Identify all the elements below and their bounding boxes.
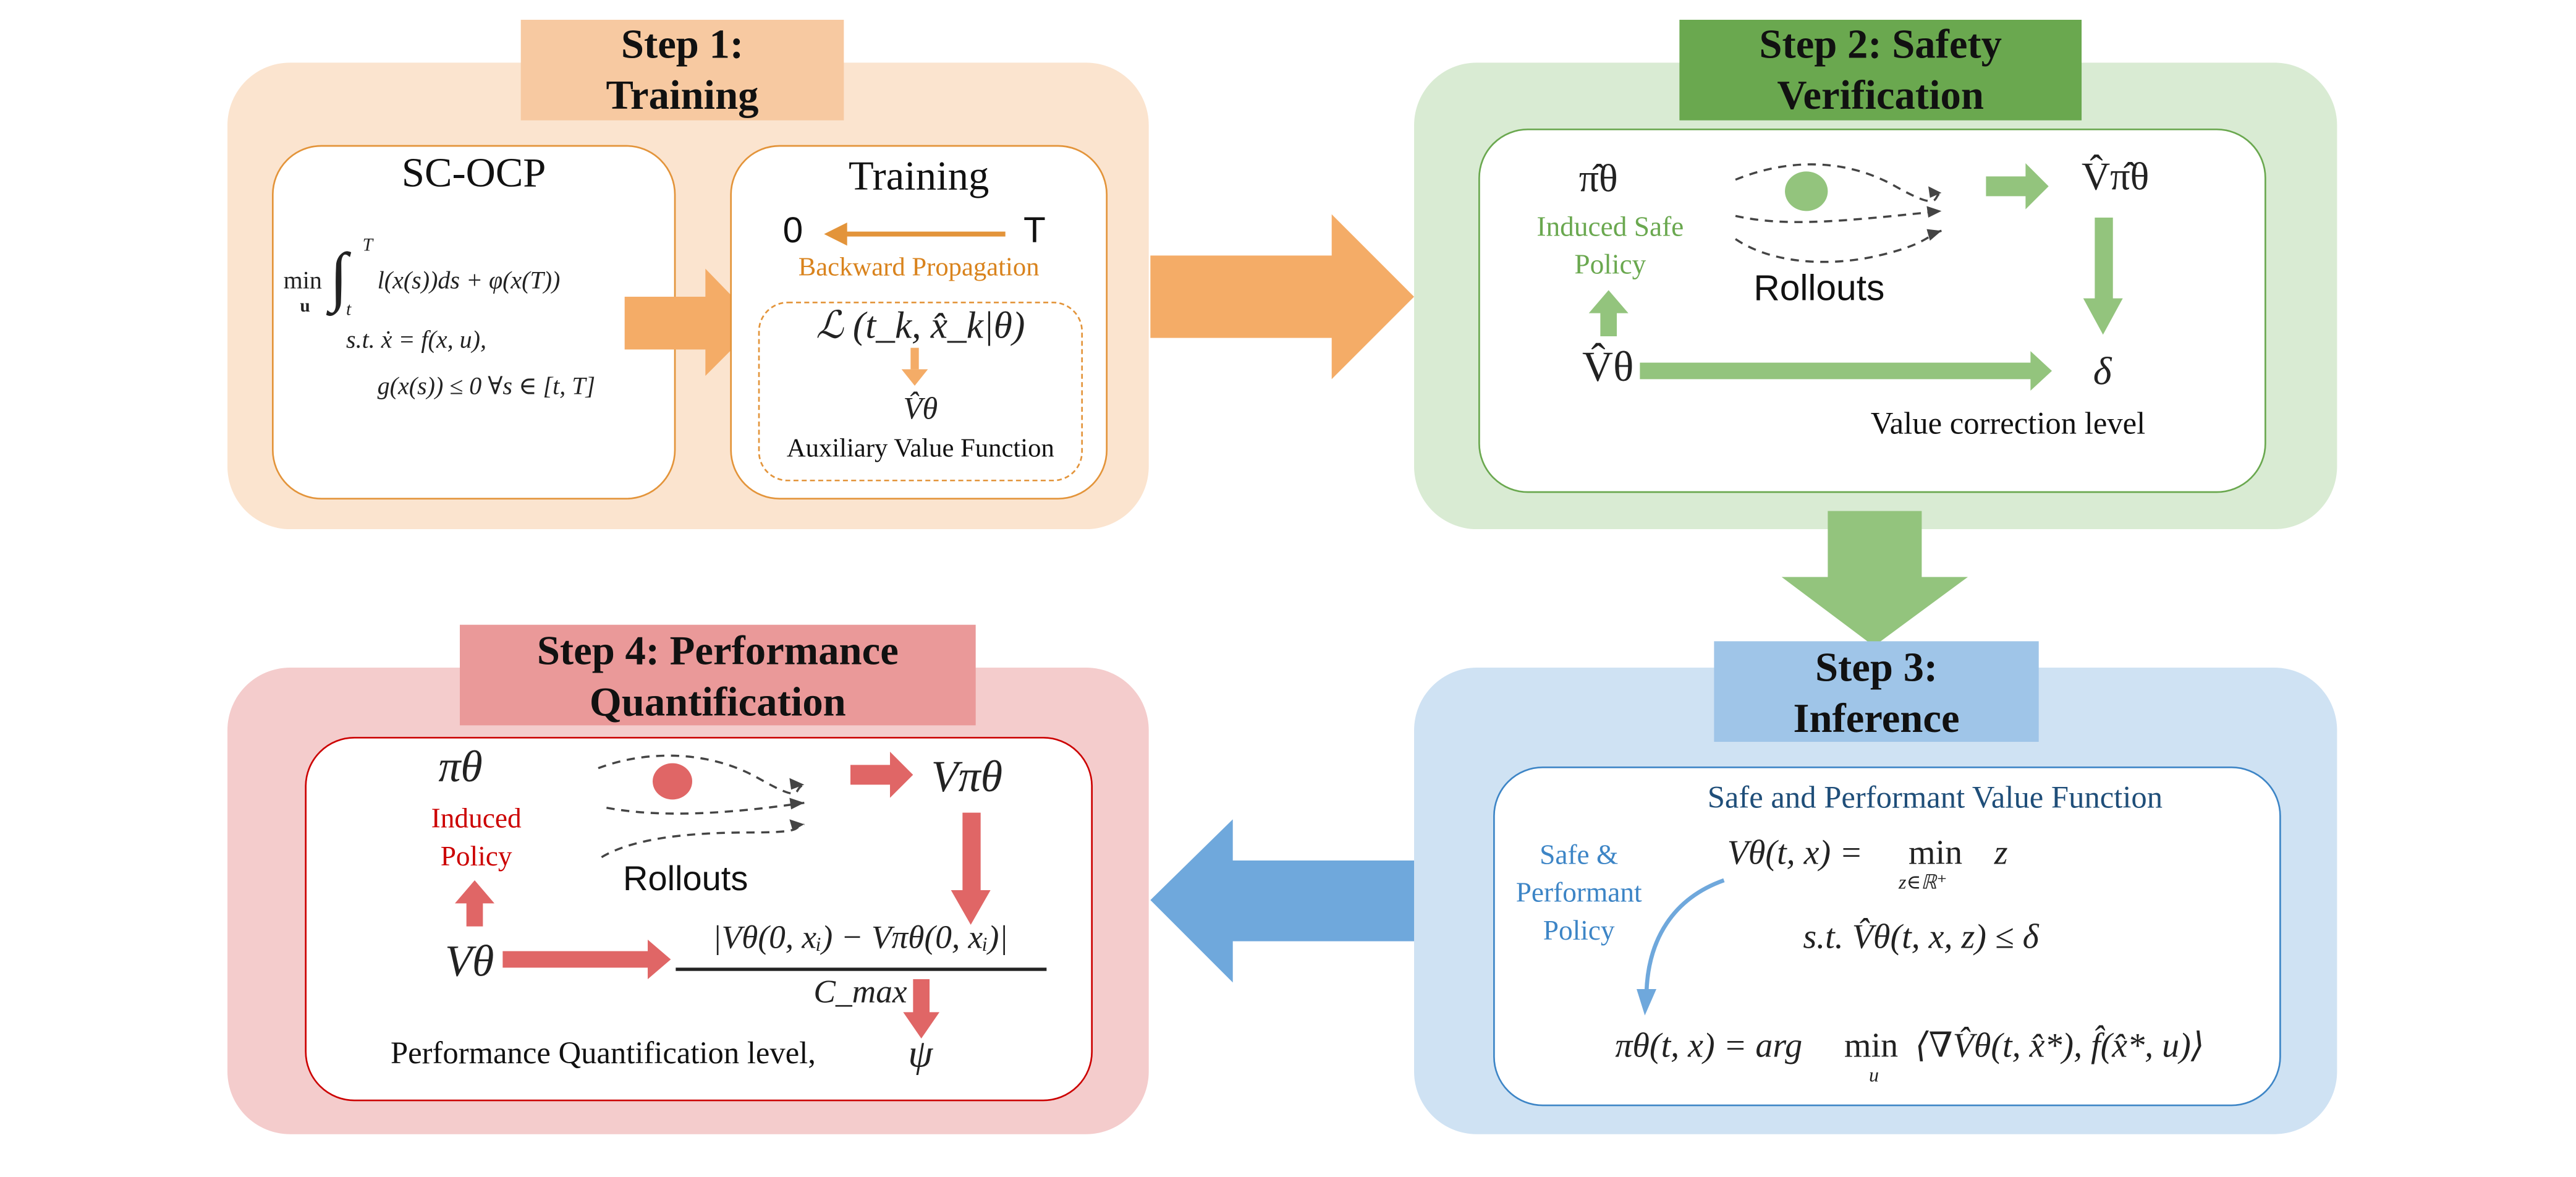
step2-policy-label-line1: Induced Safe	[1536, 211, 1684, 243]
step4-title: Step 4: Performance Quantification	[460, 626, 976, 728]
scocp-min-label: min	[283, 268, 322, 295]
scocp-constraint2: g(x(s)) ≤ 0 ∀s ∈ [t, T]	[377, 374, 596, 401]
step4-title-line2: Quantification	[589, 681, 846, 726]
step2-policy-label: Induced Safe Policy	[1513, 208, 1708, 284]
step4-fraction-denominator: C_max	[813, 974, 907, 1011]
step3-title-box	[1714, 641, 2039, 742]
step4-level-label: Performance Quantification level,	[391, 1037, 816, 1072]
step2-rollouts-label: Rollouts	[1753, 267, 1885, 308]
step2-value-symbol: V̂θ	[1582, 342, 1634, 391]
step3-eq2: s.t. V̂θ(t, x, z) ≤ δ	[1803, 916, 2039, 956]
step2-delta: δ	[2093, 351, 2112, 394]
step2-title-box	[1679, 20, 2082, 121]
step4-value-pi-symbol: Vπθ	[931, 752, 1003, 802]
step2-policy-symbol: π̂θ	[1578, 158, 1618, 202]
step1-title: Step 1: Training	[521, 20, 844, 122]
step4-policy-symbol: πθ	[438, 742, 483, 792]
aux-dashed-box	[758, 302, 1083, 482]
training-label-end: T	[1023, 209, 1046, 251]
step4-card	[305, 737, 1093, 1102]
step4-title-box	[460, 624, 976, 726]
step3-eq1-lhs: Vθ(t, x) =	[1727, 832, 1863, 872]
scocp-min-sub: u	[300, 297, 310, 317]
step4-title-line1: Step 4: Performance	[536, 629, 899, 674]
step3-policy-label-line3: Policy	[1543, 915, 1615, 946]
aux-value-label: Auxiliary Value Function	[786, 435, 1054, 464]
step3-policy-label-line1: Safe &	[1540, 839, 1619, 871]
step2-correction-label: Value correction level	[1870, 407, 2146, 442]
scocp-integral-upper: T	[362, 236, 373, 256]
step2-value-pi-symbol: V̂π̂θ	[2082, 156, 2150, 200]
scocp-title: SC-OCP	[401, 151, 546, 197]
step1-title-line2: Training	[606, 74, 759, 119]
step3-title-line1: Step 3:	[1815, 646, 1938, 691]
step4-policy-label-line1: Induced	[431, 802, 522, 835]
step4-value-symbol: Vθ	[445, 936, 494, 986]
step2-title-line1: Step 2: Safety	[1759, 23, 2002, 68]
training-label-start: 0	[782, 209, 803, 251]
step3-eq1-var: z	[1994, 832, 2008, 872]
scocp-constraint1: s.t. ẋ = f(x, u),	[346, 328, 486, 355]
step4-fraction-bar	[676, 967, 1047, 971]
step3-title: Step 3: Inference	[1714, 643, 2038, 745]
step3-title-line2: Inference	[1793, 697, 1960, 742]
step4-rollouts-label: Rollouts	[623, 860, 748, 899]
step3-eq3-sub: u	[1869, 1063, 1879, 1087]
step4-fraction-numerator: |Vθ(0, xᵢ) − Vπθ(0, xᵢ)|	[712, 920, 1009, 956]
step2-title: Step 2: Safety Verification	[1679, 20, 2082, 122]
step4-policy-label: Induced Policy	[396, 799, 557, 875]
step1-title-line1: Step 1:	[621, 23, 744, 68]
aux-value-symbol: V̂θ	[903, 392, 938, 427]
step3-eq1-sub: z∈ℝ⁺	[1899, 870, 1947, 894]
step4-psi: ψ	[908, 1034, 933, 1077]
step3-header: Safe and Performant Value Function	[1707, 781, 2163, 817]
step3-policy-label: Safe & Performant Policy	[1503, 836, 1654, 950]
step3-policy-label-line2: Performant	[1515, 877, 1642, 909]
step1-title-box	[520, 20, 844, 121]
step2-policy-label-line2: Policy	[1574, 249, 1646, 281]
step3-eq3-lhs: πθ(t, x) = arg	[1615, 1025, 1803, 1065]
loss-expression: ℒ (t_k, x̂_k|θ)	[816, 305, 1025, 347]
backprop-label: Backward Propagation	[798, 253, 1040, 283]
scocp-card	[272, 145, 676, 500]
scocp-objective: l(x(s))ds + φ(x(T))	[377, 268, 561, 295]
scocp-integral-lower: t	[346, 300, 352, 320]
scocp-integral-sign: ∫	[329, 239, 348, 313]
training-title: Training	[849, 155, 989, 200]
step4-policy-label-line2: Policy	[440, 841, 512, 872]
step3-card	[1493, 767, 2281, 1107]
step3-eq3-rhs: ⟨∇V̂θ(t, x̂*), f̂(x̂*, u)⟩	[1915, 1025, 2205, 1065]
step3-eq1-min: min	[1909, 832, 1963, 872]
training-card	[730, 145, 1108, 500]
step2-title-line2: Verification	[1777, 74, 1984, 119]
step3-eq3-min: min	[1844, 1025, 1899, 1065]
